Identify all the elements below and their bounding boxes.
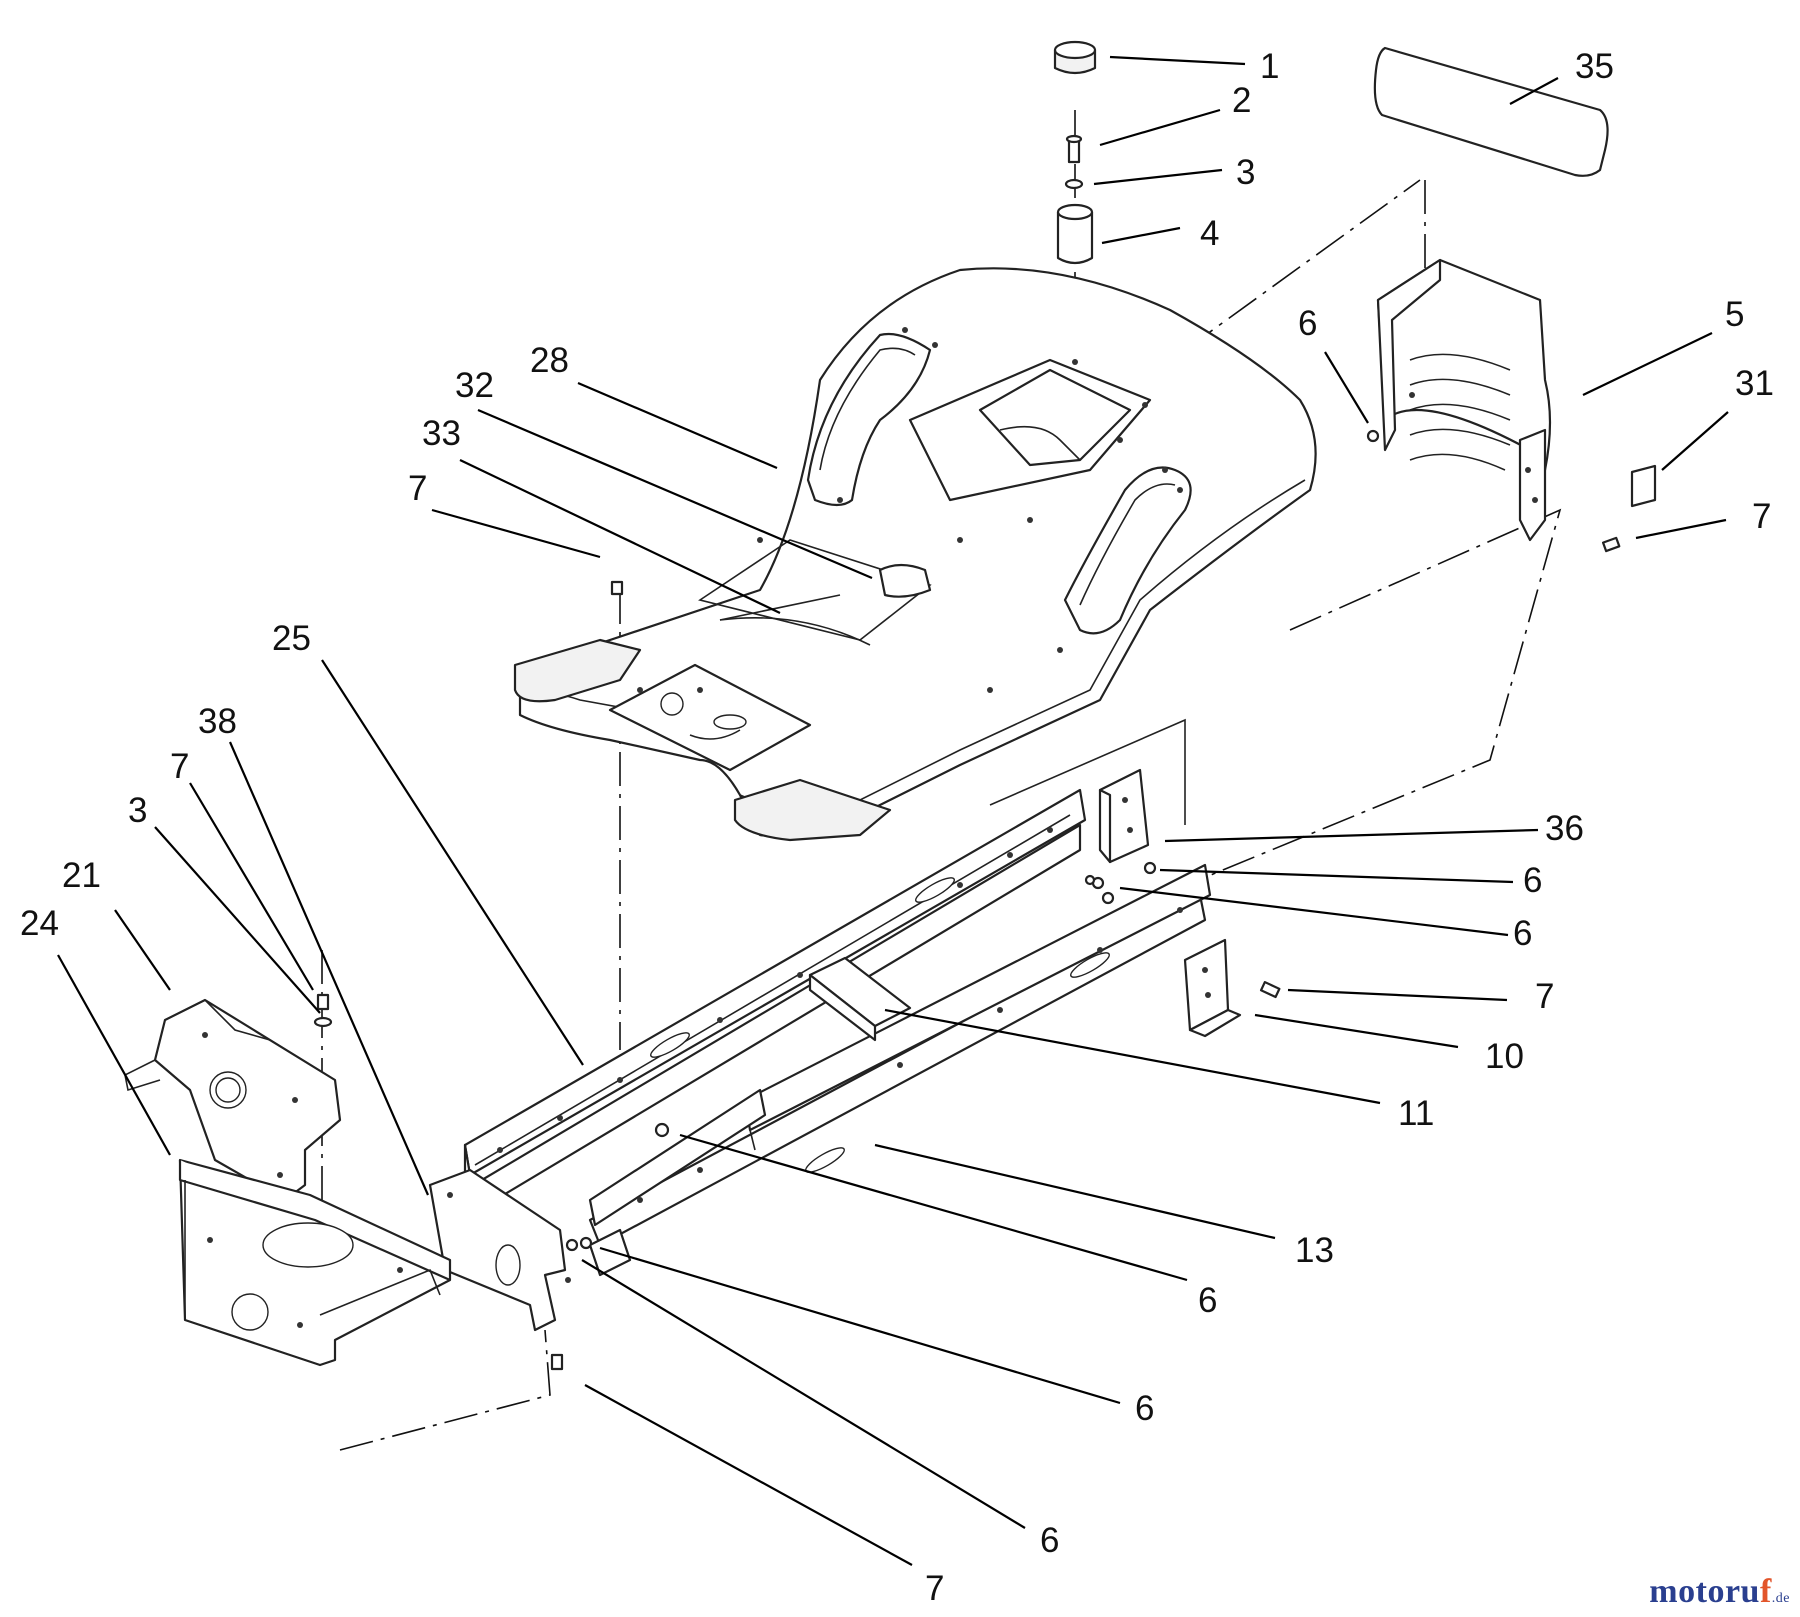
part-hardware-right [1084, 861, 1281, 999]
part-screw-rear [1601, 536, 1621, 553]
callout-32: 32 [455, 366, 494, 405]
callout-5: 5 [1725, 295, 1744, 334]
callout-6-right-a: 6 [1523, 861, 1542, 900]
callout-4: 4 [1200, 214, 1219, 253]
callout-36: 36 [1545, 809, 1584, 848]
part-bracket-36 [1098, 768, 1150, 864]
part-knob-cap [1053, 40, 1097, 75]
part-washer [1064, 178, 1084, 190]
callout-25: 25 [272, 619, 311, 658]
part-nut-rear [1366, 429, 1380, 443]
callout-6-center: 6 [1198, 1281, 1217, 1320]
part-front-bracket [428, 1168, 571, 1332]
callout-7-right: 7 [1535, 977, 1554, 1016]
part-frame [463, 788, 1212, 1247]
part-screw [1065, 134, 1083, 164]
callout-3-left: 3 [128, 791, 147, 830]
watermark-brand: motoru [1649, 1573, 1760, 1610]
part-front-mount-plate [178, 1158, 452, 1367]
watermark-accent: f [1759, 1573, 1772, 1610]
part-decal-strip [1373, 46, 1609, 177]
callout-33: 33 [422, 414, 461, 453]
part-spacer-tube [1056, 203, 1094, 265]
callout-1: 1 [1260, 47, 1279, 86]
callout-24: 24 [20, 904, 59, 943]
callout-31: 31 [1735, 364, 1774, 403]
part-front-plate [588, 1228, 632, 1277]
callout-38: 38 [198, 702, 237, 741]
part-decal-small [1630, 464, 1657, 508]
callout-28: 28 [530, 341, 569, 380]
callout-6-bottom: 6 [1040, 1521, 1059, 1560]
part-steering-support [124, 998, 342, 1202]
callout-6-right-b: 6 [1513, 914, 1532, 953]
callout-7-top: 7 [408, 469, 427, 508]
callout-labels: 1 2 3 4 35 5 6 31 7 28 32 33 7 25 38 7 3… [20, 47, 1774, 1608]
callout-11: 11 [1398, 1094, 1434, 1133]
callout-7-left: 7 [170, 747, 189, 786]
part-hardware-left [313, 993, 333, 1028]
callout-6-lower: 6 [1135, 1389, 1154, 1428]
panel-outline [989, 718, 1186, 825]
part-fender-body [513, 267, 1317, 842]
part-nuts-center [565, 580, 670, 1252]
callout-13: 13 [1295, 1231, 1334, 1270]
callout-2: 2 [1232, 81, 1251, 120]
watermark-logo: motoruf.de [1649, 1573, 1790, 1611]
leader-lines [57, 55, 1729, 1566]
callout-3: 3 [1236, 153, 1255, 192]
callout-6-rear: 6 [1298, 304, 1317, 343]
callout-10: 10 [1485, 1037, 1524, 1076]
callout-7-rear: 7 [1752, 497, 1771, 536]
callout-7-bottom: 7 [925, 1569, 944, 1608]
part-bolt-bottom [550, 1353, 564, 1371]
part-bracket-10 [1183, 938, 1242, 1038]
part-rear-grille [1376, 258, 1552, 542]
watermark-tld: .de [1771, 1591, 1790, 1606]
callout-21: 21 [62, 856, 101, 895]
callout-35: 35 [1575, 47, 1614, 86]
